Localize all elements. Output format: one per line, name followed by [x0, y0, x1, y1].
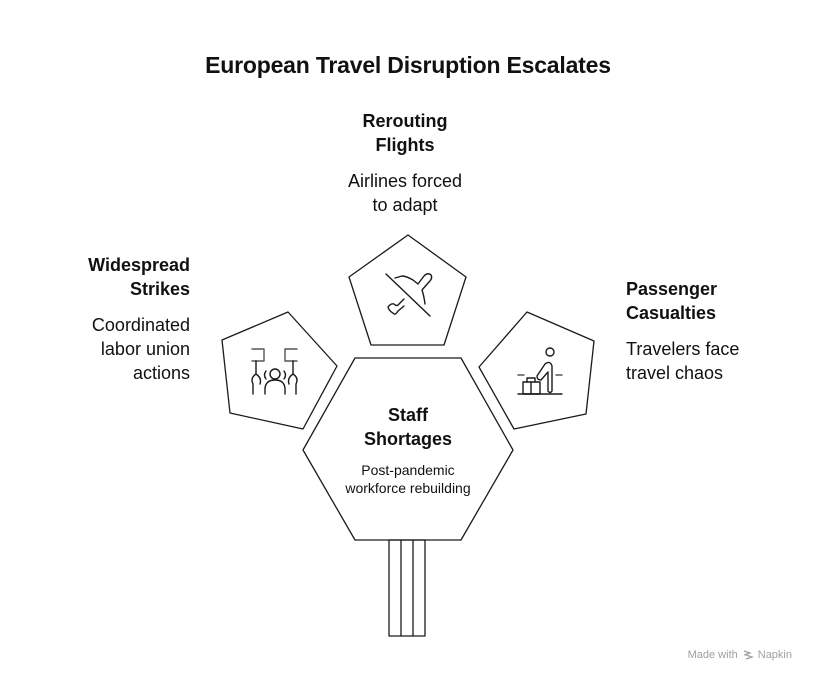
top-pentagon [348, 234, 467, 346]
node-heading: Widespread Strikes [88, 255, 190, 299]
airplane-off-icon [385, 273, 433, 317]
diagram-title: European Travel Disruption Escalates [205, 52, 611, 78]
napkin-watermark: Made with Napkin [688, 649, 792, 661]
center-node-staff-shortages: Staff Shortages Post-pandemic workforce … [320, 403, 496, 497]
node-heading: Passenger Casualties [626, 279, 718, 323]
napkin-logo-icon [743, 650, 754, 660]
center-hexagon [302, 357, 514, 541]
footer-prefix: Made with [687, 649, 738, 661]
node-description: Travelers face travel chaos [626, 339, 740, 383]
node-heading: Rerouting Flights [362, 111, 448, 155]
node-description: Coordinated labor union actions [91, 315, 190, 383]
left-pentagon [221, 311, 338, 430]
hexagon-stem [388, 539, 426, 637]
center-description: Post-pandemic workforce rebuilding [345, 462, 471, 496]
node-widespread-strikes: Widespread Strikes Coordinated labor uni… [30, 253, 190, 385]
protest-icon [251, 348, 298, 395]
center-heading: Staff Shortages [363, 405, 453, 449]
footer-brand: Napkin [757, 649, 792, 661]
node-rerouting-flights: Rerouting Flights Airlines forced to ada… [300, 109, 510, 217]
traveler-luggage-icon [517, 347, 563, 395]
right-pentagon [478, 311, 595, 430]
node-description: Airlines forced to adapt [347, 171, 463, 215]
node-passenger-casualties: Passenger Casualties Travelers face trav… [626, 277, 796, 385]
